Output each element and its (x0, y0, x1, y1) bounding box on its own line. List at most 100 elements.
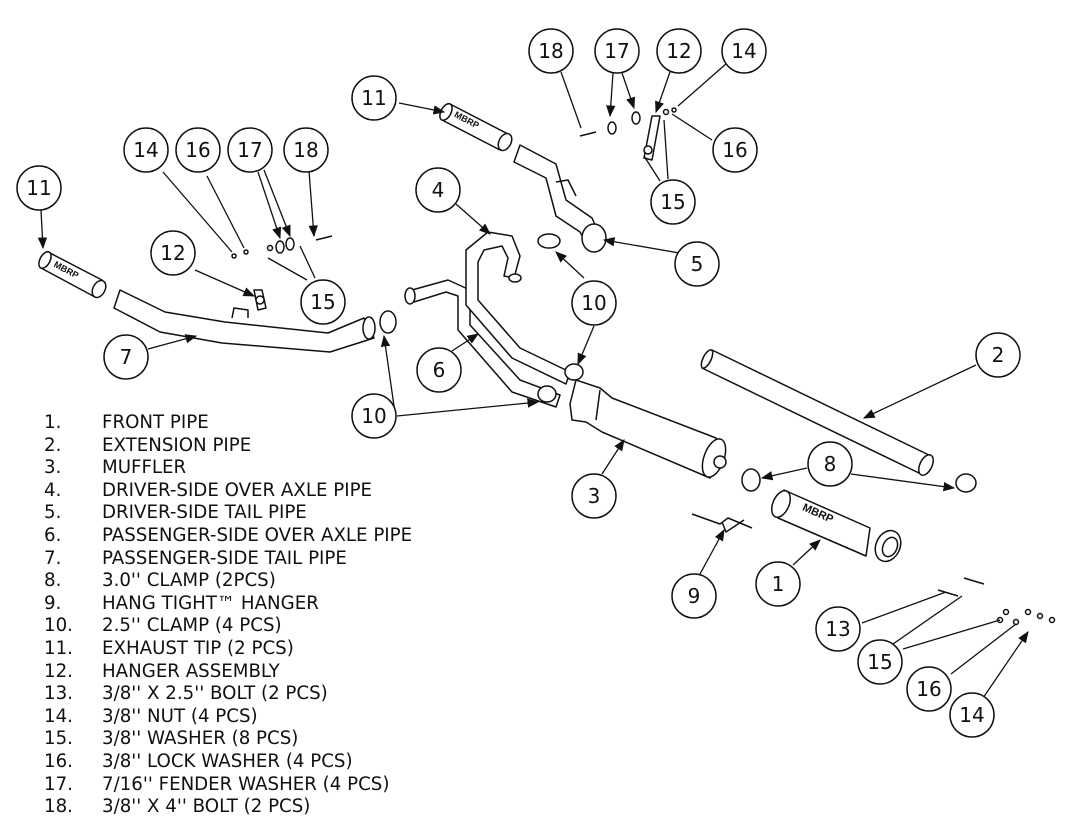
part-passenger-tail-pipe (113, 289, 376, 353)
leader-11a (37, 209, 48, 250)
leader-3 (601, 439, 625, 475)
legend-item: 11.EXHAUST TIP (2 PCS) (44, 637, 294, 659)
part-clamp-8-right (955, 473, 977, 493)
part-clamp-10-low (537, 385, 557, 403)
svg-text:3: 3 (588, 484, 601, 508)
leader-18a (560, 71, 582, 129)
callout-11-left: 11 (16, 165, 62, 211)
leader-16b (206, 175, 245, 249)
callout-16-bottom: 16 (906, 666, 952, 712)
leader-8-1 (760, 467, 808, 481)
svg-text:4: 4 (432, 178, 445, 202)
callout-18-top: 18 (528, 28, 574, 74)
leader-15c-2 (902, 619, 1001, 650)
callout-4: 4 (415, 167, 461, 213)
legend-item: 7.PASSENGER-SIDE TAIL PIPE (44, 547, 347, 569)
leader-17a-1 (606, 72, 616, 118)
leader-10b-2 (396, 398, 540, 417)
callout-17-top: 17 (594, 28, 640, 74)
leader-15a-1 (643, 155, 661, 182)
callout-9: 9 (671, 573, 717, 619)
leader-14b (162, 171, 233, 253)
leader-15c-1 (892, 595, 963, 645)
leader-15b-1 (267, 257, 308, 281)
part-exhaust-tip-right: MBRP (439, 102, 513, 152)
callout-14-left: 14 (123, 127, 169, 173)
svg-text:1: 1 (772, 572, 785, 596)
part-driver-over-axle-pipe (465, 231, 571, 385)
leader-17b-2 (263, 169, 291, 238)
part-muffler (569, 379, 727, 479)
svg-text:16: 16 (722, 138, 747, 162)
leader-12a (655, 71, 671, 114)
callout-13: 13 (815, 606, 861, 652)
callout-5: 5 (674, 241, 720, 287)
leader-5 (602, 237, 692, 256)
svg-text:6: 6 (433, 358, 446, 382)
part-hanger-right (643, 115, 661, 161)
part-hanger-left (253, 289, 267, 311)
callout-10-right: 10 (571, 280, 617, 326)
svg-text:15: 15 (310, 290, 335, 314)
svg-text:17: 17 (604, 39, 629, 63)
legend-item: 12.HANGER ASSEMBLY (44, 660, 280, 682)
leader-2 (862, 364, 977, 419)
callout-12-top: 12 (656, 28, 702, 74)
legend-item: 10.2.5'' CLAMP (4 PCS) (44, 615, 282, 637)
svg-text:7: 7 (120, 345, 133, 369)
callout-7: 7 (103, 334, 149, 380)
callout-18-left: 18 (283, 127, 329, 173)
callout-16-top: 16 (712, 127, 758, 173)
svg-text:16: 16 (916, 677, 941, 701)
svg-text:14: 14 (959, 703, 984, 727)
part-clamp-8-left (741, 468, 761, 492)
legend-item: 8.3.0'' CLAMP (2PCS) (44, 570, 276, 592)
hardware-set-left (231, 235, 333, 259)
svg-text:10: 10 (581, 291, 606, 315)
part-clamp-10-top (537, 233, 561, 249)
leader-16c (950, 623, 1017, 675)
callout-8: 8 (807, 441, 853, 487)
svg-text:12: 12 (160, 241, 185, 265)
callout-2: 2 (975, 332, 1021, 378)
leader-17a-2 (621, 72, 636, 110)
leader-7 (147, 334, 198, 350)
callout-14-top: 14 (721, 28, 767, 74)
callout-6: 6 (416, 347, 462, 393)
leader-6 (451, 333, 479, 352)
svg-text:2: 2 (992, 343, 1005, 367)
legend-item: 5.DRIVER-SIDE TAIL PIPE (44, 502, 307, 524)
legend-item: 14.3/8'' NUT (4 PCS) (44, 705, 258, 727)
svg-text:15: 15 (867, 650, 892, 674)
hardware-set-top (579, 107, 677, 137)
leader-1 (792, 539, 821, 566)
parts-legend: 1.FRONT PIPE 2.EXTENSION PIPE 3.MUFFLER … (44, 412, 412, 819)
svg-text:18: 18 (538, 39, 563, 63)
callout-1: 1 (755, 561, 801, 607)
callout-3: 3 (571, 473, 617, 519)
leader-15a-2 (663, 119, 669, 180)
callout-17-left: 17 (227, 127, 273, 173)
legend-item: 1.FRONT PIPE (44, 412, 209, 433)
svg-text:8: 8 (824, 452, 837, 476)
part-clamp-10-mid (564, 363, 584, 381)
leader-14a (677, 62, 728, 107)
part-clamp-10-left (379, 310, 397, 334)
callout-12-left: 12 (150, 230, 196, 276)
legend-item: 17.7/16'' FENDER WASHER (4 PCS) (44, 773, 390, 795)
callout-15-bottom: 15 (857, 639, 903, 685)
leader-15b-2 (299, 245, 316, 279)
part-hang-tight-hanger (691, 513, 753, 533)
part-extension-pipe (700, 349, 934, 476)
svg-text:10: 10 (361, 404, 386, 428)
legend-item: 9.HANG TIGHT™ HANGER (44, 592, 319, 614)
leader-10a-1 (555, 251, 585, 279)
callout-10-left: 10 (351, 393, 397, 439)
legend-item: 3.MUFFLER (44, 457, 187, 479)
svg-text:17: 17 (237, 138, 262, 162)
legend-item: 6.PASSENGER-SIDE OVER AXLE PIPE (44, 524, 413, 546)
svg-text:5: 5 (691, 252, 704, 276)
svg-text:14: 14 (731, 39, 756, 63)
svg-text:14: 14 (133, 138, 158, 162)
